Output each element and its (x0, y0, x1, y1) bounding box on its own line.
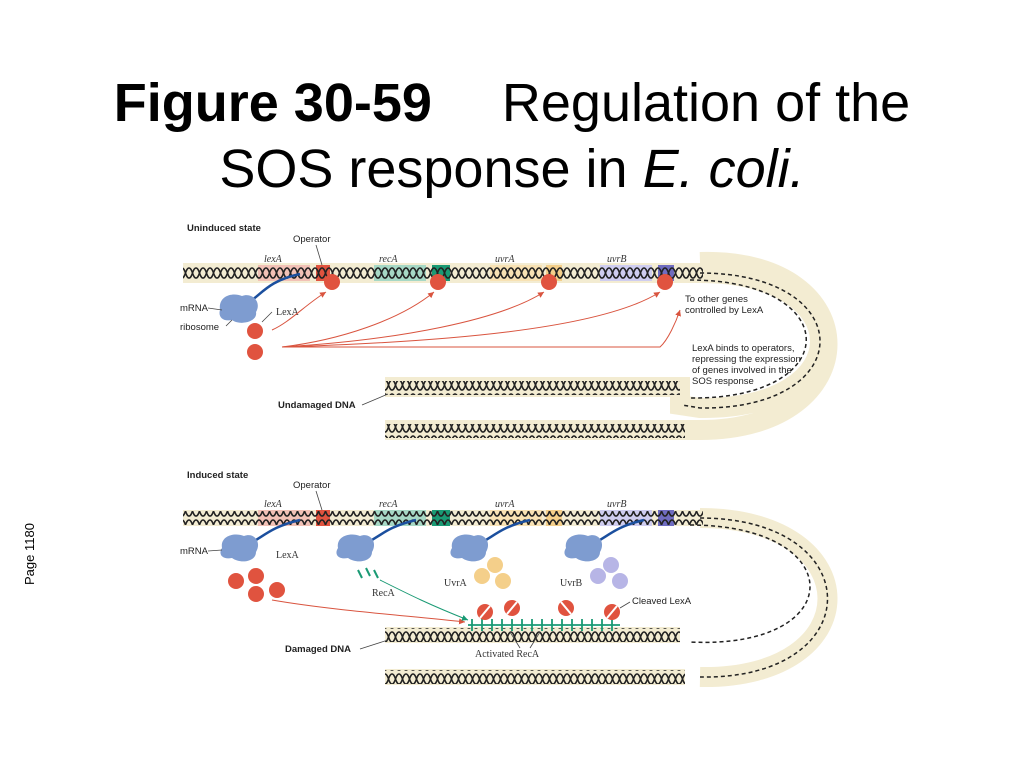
uninduced-heading: Uninduced state (187, 223, 261, 234)
lexa-label: LexA (276, 307, 300, 318)
ribosome (336, 534, 375, 562)
uvrb-protein (590, 568, 606, 584)
title-line2: SOS response in (219, 139, 643, 199)
title-line1: Regulation of the (501, 73, 911, 133)
uvra-protein (487, 557, 503, 573)
uvra-label: UvrA (444, 578, 468, 589)
cleaved-lexa-label: Cleaved LexA (632, 596, 692, 607)
uvrb-label: UvrB (560, 578, 583, 589)
figure-number: Figure 30-59 (113, 73, 432, 133)
bound-lexa (430, 274, 446, 290)
induced-middle-helix (385, 628, 680, 642)
lexa-note-3: of genes involved in the (692, 365, 792, 376)
induced-panel: Induced state lexA recA uvrA uvrB Operat… (180, 470, 838, 688)
reca-protein (357, 567, 379, 579)
gene-label-uvrb: uvrB (607, 499, 626, 510)
uninduced-top-helix (183, 266, 703, 280)
other-genes-label-1: To other genes (685, 294, 748, 305)
uvrb-protein (612, 573, 628, 589)
uninduced-bottom-helix (385, 424, 685, 438)
uninduced-panel: Uninduced state lexA recA uvrA uvrB Oper… (180, 223, 838, 440)
ribosome (450, 534, 489, 562)
ribosome (220, 534, 259, 562)
operator-label: Operator (293, 234, 331, 245)
gene-label-uvra: uvrA (495, 254, 515, 265)
gene-label-reca: recA (379, 499, 398, 510)
gene-label-lexa: lexA (264, 499, 283, 510)
induced-bottom-helix (385, 670, 685, 684)
uvra-protein (474, 568, 490, 584)
lexa-note-1: LexA binds to operators, (692, 343, 794, 354)
ribosome-label: ribosome (180, 322, 219, 333)
slide-title: Figure 30-59 Regulation of the SOS respon… (0, 70, 1024, 202)
cleaved-lexa (477, 600, 620, 620)
free-lexa (247, 344, 263, 360)
free-lexa (248, 586, 264, 602)
free-lexa (228, 573, 244, 589)
other-genes-label-2: controlled by LexA (685, 305, 764, 316)
induced-heading: Induced state (187, 470, 248, 481)
bound-lexa (657, 274, 673, 290)
bound-lexa (541, 274, 557, 290)
mrna-label: mRNA (180, 303, 209, 314)
reca-label: RecA (372, 588, 396, 599)
mrna-label: mRNA (180, 546, 209, 557)
activated-reca-label: Activated RecA (475, 649, 540, 660)
free-lexa (248, 568, 264, 584)
free-lexa (247, 323, 263, 339)
gene-label-uvra: uvrA (495, 499, 515, 510)
title-species: E. coli. (642, 139, 805, 199)
bound-lexa (324, 274, 340, 290)
free-lexa (269, 582, 285, 598)
gene-label-reca: recA (379, 254, 398, 265)
ribosome (219, 294, 258, 323)
lexa-note-4: SOS response (692, 376, 754, 387)
gene-label-uvrb: uvrB (607, 254, 626, 265)
undamaged-dna-label: Undamaged DNA (278, 400, 356, 411)
ribosome (564, 534, 603, 562)
gene-label-lexa: lexA (264, 254, 283, 265)
activated-reca-filament (468, 619, 620, 631)
uvrb-protein (603, 557, 619, 573)
uninduced-middle-helix (385, 381, 680, 395)
lexa-label: LexA (276, 550, 300, 561)
induced-top-helix (183, 511, 703, 525)
lexa-note-2: repressing the expression (692, 354, 801, 365)
uvra-protein (495, 573, 511, 589)
operator-label: Operator (293, 480, 331, 491)
damaged-dna-label: Damaged DNA (285, 644, 351, 655)
